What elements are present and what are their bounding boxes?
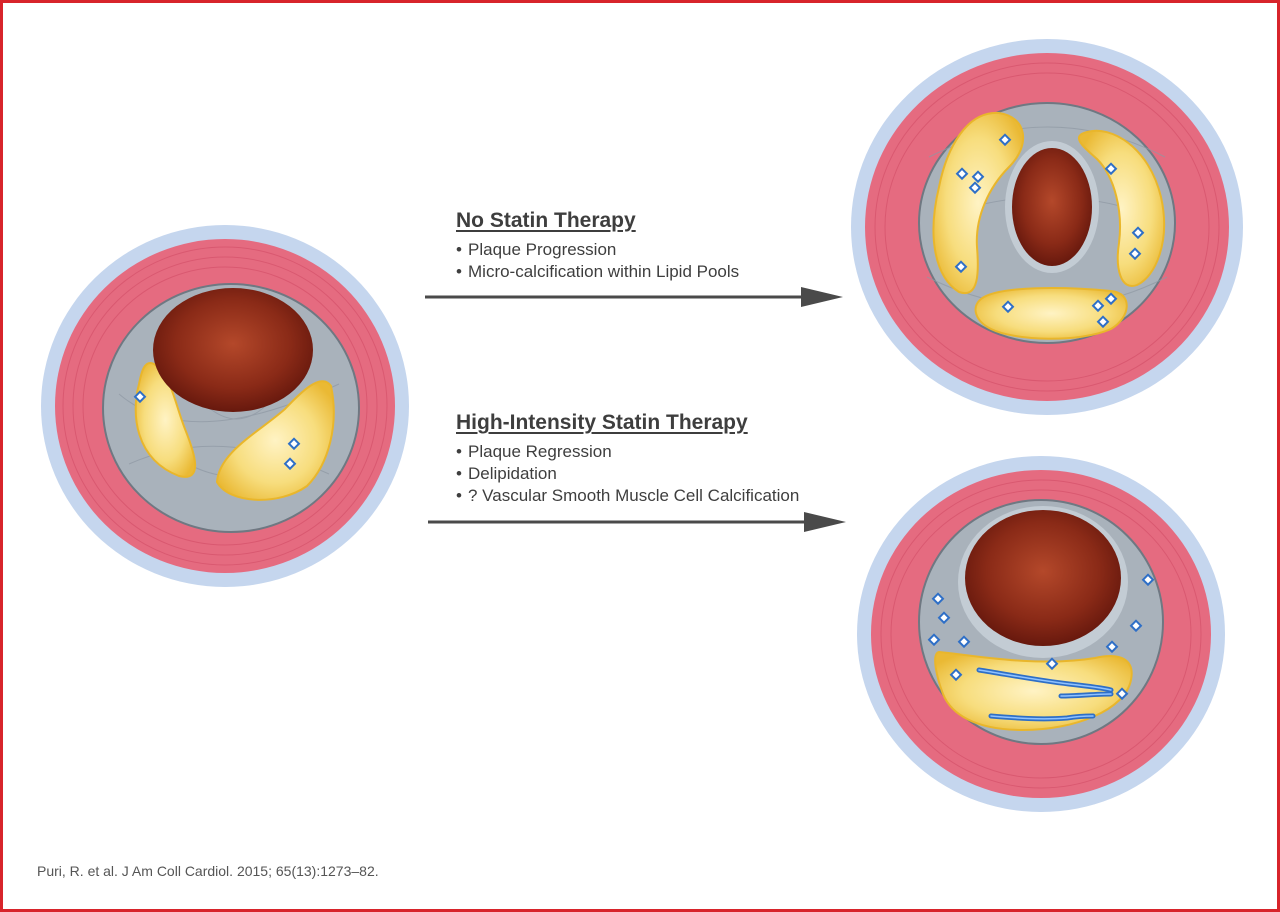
citation: Puri, R. et al. J Am Coll Cardiol. 2015;…	[37, 863, 379, 879]
bullet-item: •Delipidation	[456, 464, 557, 483]
lipid-pool-right	[1077, 129, 1166, 287]
calcification-spot	[287, 437, 301, 451]
bullet-item: •Plaque Regression	[456, 442, 612, 461]
bullet-item: •Micro-calcification within Lipid Pools	[456, 262, 740, 281]
lumen	[153, 288, 313, 412]
lumen	[1012, 148, 1092, 266]
bullet-item: •Plaque Progression	[456, 240, 617, 259]
baseline-artery	[41, 225, 409, 587]
no-statin-artery	[851, 39, 1243, 415]
no-statin-bullets: •Plaque Progression •Micro-calcification…	[456, 239, 739, 283]
lipid-pool-bottom	[974, 287, 1128, 340]
lipid-pool-left	[134, 362, 197, 478]
calcification-spot	[283, 457, 297, 471]
high-intensity-bullets: •Plaque Regression •Delipidation •? Vasc…	[456, 441, 799, 507]
high-intensity-heading: High-Intensity Statin Therapy	[456, 411, 748, 434]
lumen	[965, 510, 1121, 646]
arrow-high-intensity	[428, 512, 846, 532]
lipid-pool-left	[932, 111, 1025, 295]
high-intensity-label: High-Intensity Statin Therapy •Plaque Re…	[456, 411, 799, 507]
no-statin-label: No Statin Therapy •Plaque Progression •M…	[456, 209, 739, 283]
arrow-no-statin	[425, 287, 843, 307]
high-intensity-statin-artery	[857, 456, 1225, 812]
bullet-item: •? Vascular Smooth Muscle Cell Calcifica…	[456, 486, 800, 505]
lipid-pool-right	[215, 380, 335, 501]
calcification-spot	[133, 390, 147, 404]
no-statin-heading: No Statin Therapy	[456, 209, 636, 232]
